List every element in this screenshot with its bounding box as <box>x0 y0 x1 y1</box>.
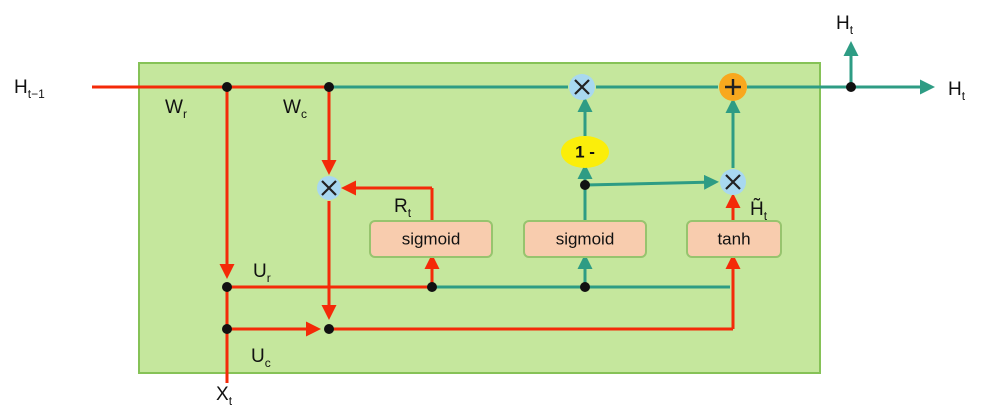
h-out-top-label: Ht <box>836 13 854 37</box>
junction-dot <box>846 82 856 92</box>
one-minus-node: 1 - <box>561 136 609 168</box>
z-to-candidate-mul <box>584 174 719 190</box>
red-paths <box>92 85 741 383</box>
rt-label: Rt <box>394 196 412 220</box>
wr-label: Wr <box>165 97 187 121</box>
junction-dot <box>222 82 232 92</box>
update-multiply-node <box>569 74 595 100</box>
candidate-multiply-node <box>720 169 746 195</box>
junction-dot <box>427 282 437 292</box>
reset-sigmoid-label: sigmoid <box>402 230 461 249</box>
h-out-right-label: Ht <box>948 79 966 103</box>
junction-dots <box>222 82 856 334</box>
junction-dot <box>324 324 334 334</box>
junction-dot <box>324 82 334 92</box>
h-prev-label: Ht−1 <box>14 77 45 101</box>
h-tilde-label: H̃t <box>750 198 768 223</box>
ur-label: Ur <box>253 261 271 285</box>
reset-sigmoid-gate: sigmoid <box>369 220 493 258</box>
candidate-tanh-gate: tanh <box>686 220 782 258</box>
wc-label: Wc <box>283 97 307 121</box>
candidate-tanh-label: tanh <box>717 230 750 249</box>
junction-dot <box>580 282 590 292</box>
junction-dot <box>222 324 232 334</box>
one-minus-label: 1 - <box>575 143 595 162</box>
update-sigmoid-label: sigmoid <box>556 230 615 249</box>
add-node <box>719 73 747 101</box>
reset-multiply-node <box>317 176 341 200</box>
junction-dot <box>580 180 590 190</box>
junction-dot <box>222 282 232 292</box>
x-input-label: Xt <box>216 384 233 408</box>
cell-panel <box>138 62 821 374</box>
uc-label: Uc <box>251 346 271 370</box>
update-sigmoid-gate: sigmoid <box>523 220 647 258</box>
